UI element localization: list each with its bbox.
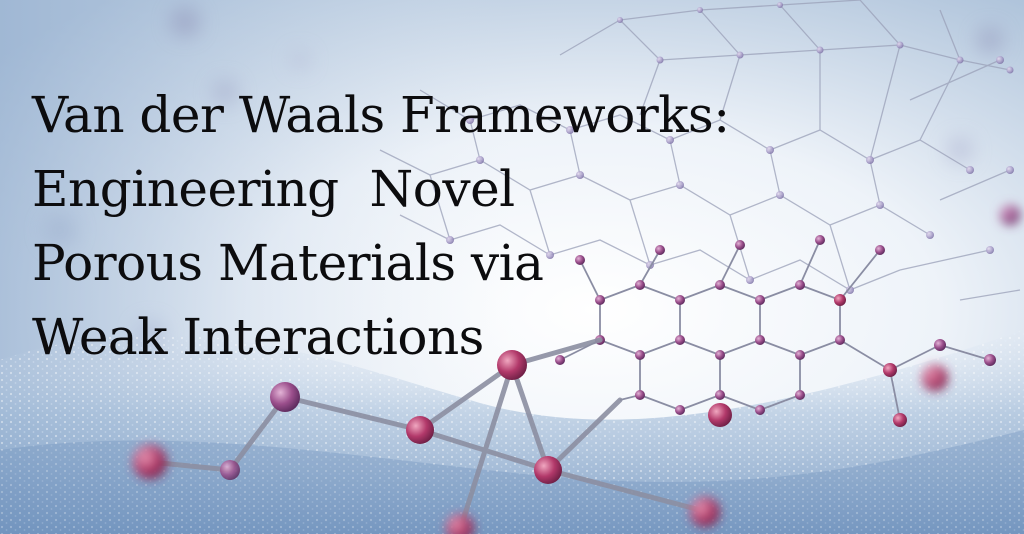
title-line-2: Engineering Novel — [32, 160, 515, 218]
title-line-3: Porous Materials via — [32, 234, 544, 292]
foreground-nodes — [220, 350, 732, 484]
water-surface — [0, 330, 1024, 534]
blurred-foreground-nodes — [133, 205, 1020, 534]
title: Van der Waals Frameworks: Engineering No… — [32, 78, 932, 374]
title-line-1: Van der Waals Frameworks: — [32, 86, 730, 144]
mid-lattice-nodes — [555, 235, 996, 427]
distant-lattice-nodes — [446, 2, 1014, 294]
title-line-4: Weak Interactions — [32, 308, 484, 366]
